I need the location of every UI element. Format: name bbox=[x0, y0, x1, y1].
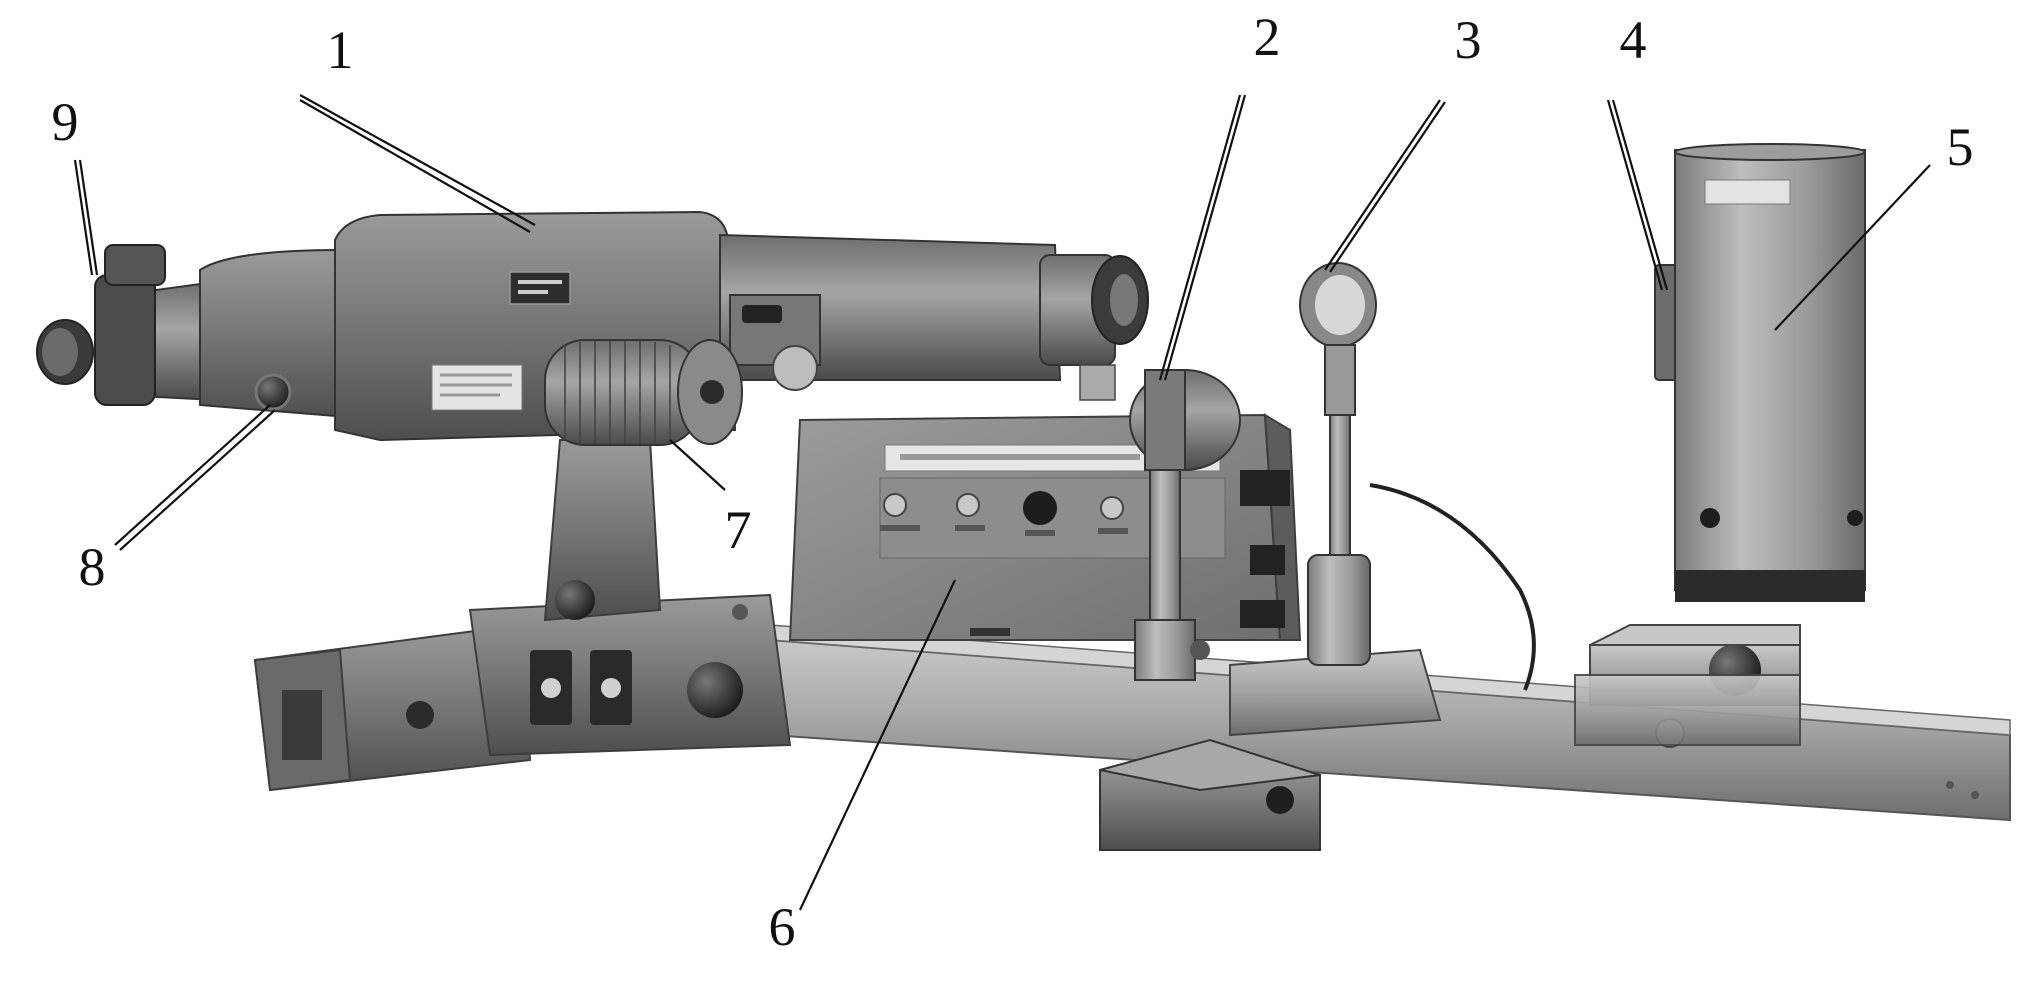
leader-2b bbox=[1163, 94, 1247, 381]
label-3: 3 bbox=[1455, 10, 1482, 70]
light-source-housing bbox=[1574, 143, 1866, 748]
leader-5 bbox=[1774, 164, 1931, 331]
leader-1b bbox=[299, 99, 531, 233]
leader-3b bbox=[1329, 101, 1446, 273]
label-4: 4 bbox=[1620, 10, 1647, 70]
leader-6 bbox=[799, 579, 956, 911]
leader-2 bbox=[1158, 94, 1242, 381]
leader-3 bbox=[1324, 99, 1441, 271]
label-5: 5 bbox=[1947, 117, 1974, 177]
instrument-housing bbox=[36, 210, 1149, 446]
leader-7 bbox=[669, 439, 726, 491]
leader-4b bbox=[1611, 99, 1669, 291]
label-9: 9 bbox=[52, 92, 79, 152]
label-8: 8 bbox=[79, 537, 106, 597]
label-7: 7 bbox=[725, 500, 752, 560]
label-1: 1 bbox=[327, 20, 354, 80]
part-labels: 1 2 3 4 5 6 7 8 9 bbox=[52, 7, 1974, 957]
leader-1 bbox=[299, 94, 536, 226]
mirror-holder bbox=[1299, 262, 1536, 691]
label-6: 6 bbox=[769, 897, 796, 957]
leader-8 bbox=[114, 404, 271, 546]
label-2: 2 bbox=[1254, 7, 1281, 67]
leader-8b bbox=[119, 409, 276, 551]
base-support bbox=[253, 439, 792, 792]
leader-lines bbox=[73, 94, 1931, 911]
leader-4 bbox=[1606, 99, 1664, 291]
lens-holder-post bbox=[1099, 369, 1321, 851]
leader-9b bbox=[78, 159, 99, 276]
leader-9 bbox=[73, 159, 94, 276]
